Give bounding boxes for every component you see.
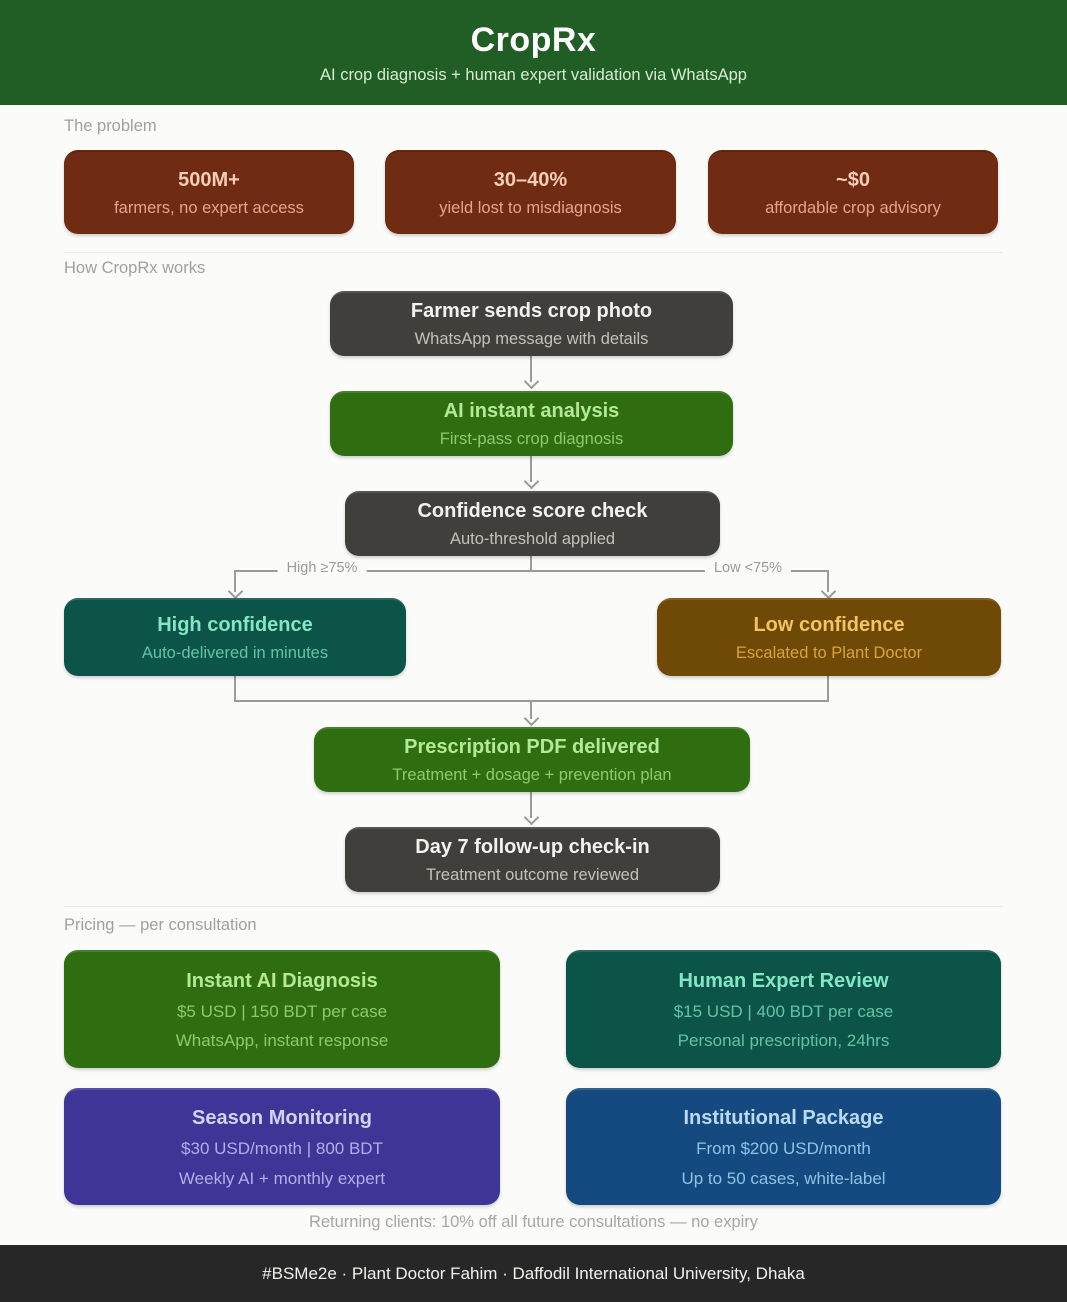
- pricing-card-title: Institutional Package: [683, 1107, 884, 1130]
- pricing-card-detail: WhatsApp, instant response: [175, 1031, 389, 1050]
- problem-desc: yield lost to misdiagnosis: [439, 198, 622, 217]
- connector-line: [234, 676, 236, 701]
- connector-line: [234, 570, 236, 592]
- arrow-down-icon: [820, 583, 837, 600]
- arrow-down-icon: [523, 809, 540, 826]
- connector-line: [530, 556, 532, 571]
- connector-line: [530, 456, 532, 482]
- arrow-down-icon: [227, 583, 244, 600]
- problem-desc: farmers, no expert access: [114, 198, 304, 217]
- flow-step-title: Prescription PDF delivered: [404, 736, 660, 759]
- problem-desc: affordable crop advisory: [765, 198, 941, 217]
- footer-text: #BSMe2e · Plant Doctor Fahim · Daffodil …: [262, 1263, 805, 1283]
- app-subtitle: AI crop diagnosis + human expert validat…: [320, 65, 747, 84]
- connector-line: [235, 570, 829, 572]
- flow-step-low-confidence: Low confidence Escalated to Plant Doctor: [657, 598, 1001, 676]
- section-label-problem: The problem: [64, 117, 157, 135]
- connector-line: [530, 792, 532, 818]
- flow-step-farmer: Farmer sends crop photo WhatsApp message…: [330, 291, 733, 356]
- connector-line: [530, 700, 532, 719]
- flow-step-subtitle: Auto-delivered in minutes: [141, 643, 329, 662]
- returning-clients-note: Returning clients: 10% off all future co…: [308, 1213, 759, 1231]
- flow-step-prescription: Prescription PDF delivered Treatment + d…: [314, 727, 750, 792]
- flow-step-ai-analysis: AI instant analysis First-pass crop diag…: [330, 391, 733, 456]
- pricing-card-season-monitoring: Season Monitoring $30 USD/month | 800 BD…: [64, 1088, 500, 1205]
- section-label-pricing: Pricing — per consultation: [64, 916, 257, 934]
- problem-stat: 500M+: [178, 168, 240, 191]
- pricing-card-instant-ai: Instant AI Diagnosis $5 USD | 150 BDT pe…: [64, 950, 500, 1068]
- pricing-card-detail: Weekly AI + monthly expert: [178, 1168, 386, 1188]
- flow-step-subtitle: WhatsApp message with details: [414, 330, 649, 349]
- header-banner: CropRx AI crop diagnosis + human expert …: [0, 0, 1067, 105]
- branch-label-low: Low <75%: [704, 560, 792, 576]
- flow-step-title: High confidence: [157, 613, 313, 636]
- problem-card-yield: 30–40% yield lost to misdiagnosis: [385, 150, 676, 234]
- pricing-card-price: $15 USD | 400 BDT per case: [673, 1001, 894, 1021]
- problem-card-farmers: 500M+ farmers, no expert access: [64, 150, 354, 234]
- flow-step-subtitle: Auto-threshold applied: [449, 530, 616, 549]
- branch-label-high: High ≥75%: [277, 560, 367, 576]
- pricing-card-expert-review: Human Expert Review $15 USD | 400 BDT pe…: [566, 950, 1001, 1068]
- section-label-how-it-works: How CropRx works: [64, 259, 206, 277]
- flow-step-followup: Day 7 follow-up check-in Treatment outco…: [345, 827, 720, 892]
- flow-step-confidence-check: Confidence score check Auto-threshold ap…: [345, 491, 720, 556]
- flow-step-title: Low confidence: [753, 613, 905, 636]
- flow-step-subtitle: Treatment outcome reviewed: [425, 866, 640, 885]
- arrow-down-icon: [523, 473, 540, 490]
- pricing-card-title: Instant AI Diagnosis: [186, 969, 378, 992]
- section-divider: [64, 906, 1003, 907]
- flow-step-high-confidence: High confidence Auto-delivered in minute…: [64, 598, 406, 676]
- flow-step-subtitle: Treatment + dosage + prevention plan: [392, 766, 672, 785]
- pricing-card-price: $30 USD/month | 800 BDT: [181, 1139, 383, 1159]
- pricing-card-title: Season Monitoring: [192, 1107, 372, 1130]
- pricing-card-title: Human Expert Review: [678, 969, 889, 992]
- pricing-card-detail: Up to 50 cases, white-label: [681, 1168, 886, 1188]
- pricing-card-price: $5 USD | 150 BDT per case: [176, 1001, 388, 1021]
- flow-step-title: Day 7 follow-up check-in: [415, 836, 650, 859]
- section-divider: [64, 252, 1003, 253]
- flow-step-subtitle: First-pass crop diagnosis: [439, 430, 624, 449]
- arrow-down-icon: [523, 710, 540, 727]
- flow-step-title: Farmer sends crop photo: [410, 300, 653, 323]
- footer-bar: #BSMe2e · Plant Doctor Fahim · Daffodil …: [0, 1245, 1067, 1302]
- arrow-down-icon: [523, 373, 540, 390]
- pricing-card-price: From $200 USD/month: [696, 1139, 871, 1159]
- flow-step-title: Confidence score check: [417, 500, 648, 523]
- problem-card-cost: ~$0 affordable crop advisory: [708, 150, 998, 234]
- problem-stat: ~$0: [836, 168, 870, 191]
- connector-line: [827, 676, 829, 701]
- problem-stat: 30–40%: [493, 168, 568, 191]
- pricing-card-detail: Personal prescription, 24hrs: [677, 1031, 890, 1050]
- flow-step-title: AI instant analysis: [443, 400, 620, 423]
- pricing-card-institutional: Institutional Package From $200 USD/mont…: [566, 1088, 1001, 1205]
- app-title: CropRx: [470, 20, 597, 59]
- flow-step-subtitle: Escalated to Plant Doctor: [735, 643, 923, 662]
- connector-line: [827, 570, 829, 592]
- connector-line: [530, 356, 532, 382]
